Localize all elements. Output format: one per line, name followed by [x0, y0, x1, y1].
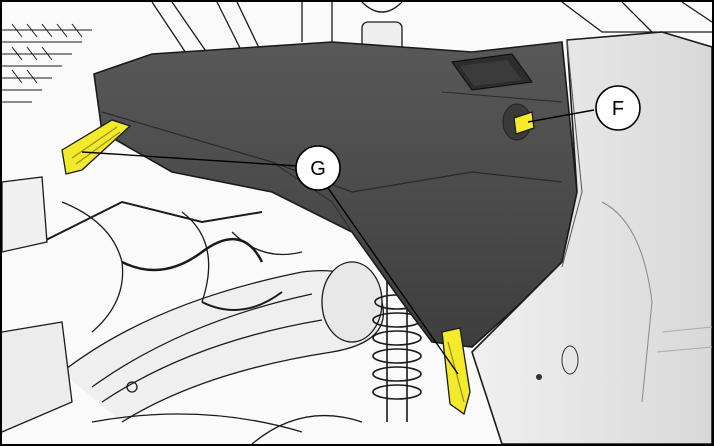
dark-fender-panel [93, 41, 578, 348]
callout-g-label: G [310, 158, 326, 180]
callout-f-circle [595, 85, 641, 131]
callout-f-label: F [612, 98, 624, 120]
left-fastener-highlight [61, 119, 132, 175]
callout-g-circle [295, 145, 341, 191]
leader-lines [81, 109, 595, 375]
leader-line-g-left [81, 151, 299, 167]
leader-line-f [527, 109, 595, 123]
leader-line-g-right [327, 187, 459, 375]
upper-fastener-highlight [513, 111, 535, 135]
callout-g: G [295, 145, 341, 191]
light-side-panel [471, 31, 712, 444]
callout-f: F [595, 85, 641, 131]
